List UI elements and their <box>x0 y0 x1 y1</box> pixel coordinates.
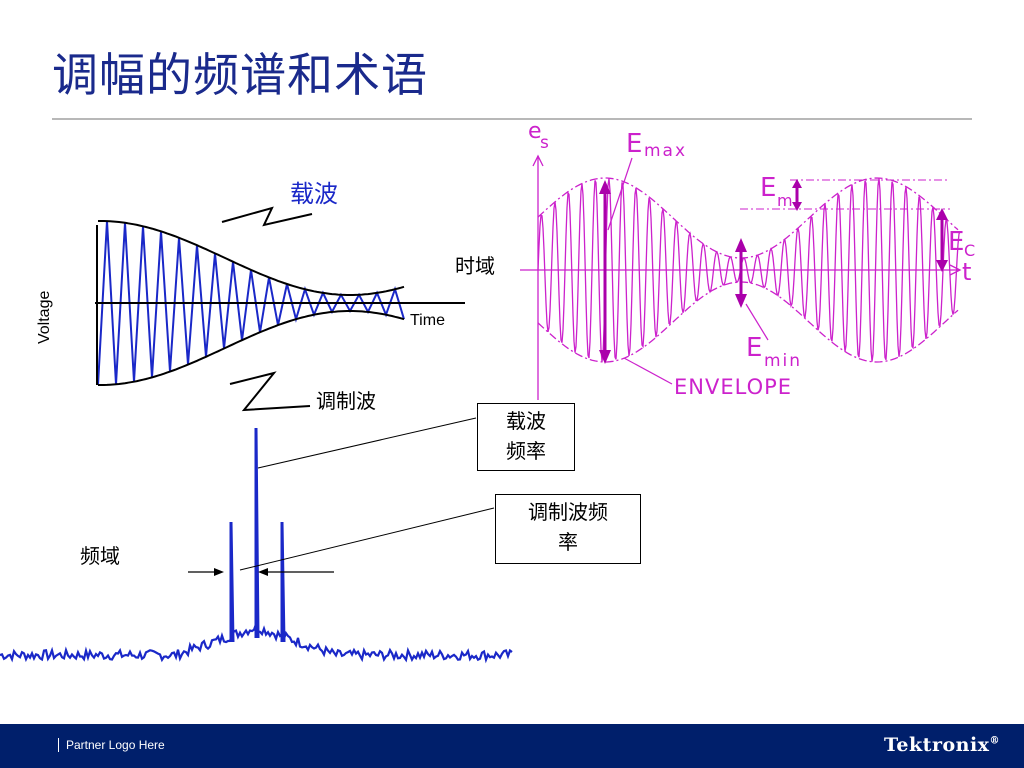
carrier-pointer <box>221 206 313 227</box>
left-spacing-arrow-head <box>214 568 224 576</box>
carrier-frequency-box: 载波 频率 <box>477 403 575 471</box>
ec-label: E <box>948 227 964 257</box>
frequency-domain-spectrum <box>0 417 513 664</box>
carrier-freq-leader <box>257 417 477 469</box>
modulating-frequency-box: 调制波频 率 <box>495 494 641 564</box>
upper-envelope-dashed <box>537 177 959 259</box>
am-carrier-waveform <box>537 178 961 362</box>
modulating-frequency-line-2: 率 <box>558 530 578 554</box>
title-divider <box>52 118 972 120</box>
ec-arrow-down <box>936 260 948 272</box>
footer-divider <box>58 738 59 752</box>
brand-name: Tektronix <box>883 734 990 756</box>
frequency-domain-label: 频域 <box>80 544 120 568</box>
upper-sideband-line <box>280 521 286 643</box>
slide-title: 调幅的频谱和术语 <box>52 48 428 102</box>
em-label: E <box>760 173 776 203</box>
lower-sideband-line <box>229 521 235 643</box>
em-arrow-up <box>792 179 802 188</box>
t-label: t <box>962 258 971 286</box>
t-arrow-head <box>949 264 962 276</box>
time-domain-label: 时域 <box>455 254 495 278</box>
es-arrow-head <box>532 154 544 167</box>
am-sine-wave <box>537 178 961 362</box>
carrier-spectral-line <box>254 427 260 639</box>
emax-arrow-down <box>599 350 611 364</box>
emax-arrow-up <box>599 180 611 194</box>
emax-subscript: max <box>644 141 687 161</box>
emax-label: E <box>626 129 642 159</box>
carrier-label: 载波 <box>290 180 338 208</box>
emin-pointer <box>745 303 769 341</box>
partner-logo-placeholder: Partner Logo Here <box>66 738 165 752</box>
emin-arrow-up <box>735 238 747 252</box>
modulating-frequency-line-1: 调制波频 <box>528 500 608 524</box>
emin-label: E <box>746 333 762 363</box>
es-subscript: s <box>540 133 549 153</box>
em-arrow-down <box>792 202 802 211</box>
modulating-pointer <box>229 371 311 412</box>
y-axis-label: Voltage <box>36 290 53 344</box>
envelope-diagram: e s E max E m E C t E min ENVELOPE <box>520 119 975 400</box>
brand-logo: Tektronix® <box>884 734 1000 756</box>
emin-subscript: min <box>764 351 802 371</box>
upper-envelope <box>98 220 405 296</box>
envelope-label: ENVELOPE <box>674 375 792 399</box>
es-label: e <box>528 119 542 144</box>
ec-arrow-up <box>936 208 948 220</box>
footer-bar: Partner Logo Here Tektronix® <box>0 724 1024 768</box>
brand-registered-mark: ® <box>989 735 1000 747</box>
em-subscript: m <box>777 191 793 210</box>
partner-logo-text: Partner Logo Here <box>66 738 165 752</box>
envelope-pointer <box>623 357 673 385</box>
emin-arrow-down <box>735 294 747 308</box>
modulating-freq-leader <box>239 507 495 571</box>
ec-subscript: C <box>964 241 975 260</box>
emax-pointer <box>607 157 633 231</box>
modulating-label: 调制波 <box>316 389 376 413</box>
right-spacing-arrow-head <box>258 568 268 576</box>
x-axis-label: Time <box>410 312 445 329</box>
time-domain-diagram <box>95 206 465 412</box>
carrier-frequency-line-1: 载波 <box>506 409 546 433</box>
lower-envelope <box>98 310 405 386</box>
carrier-frequency-line-2: 频率 <box>506 439 546 463</box>
lower-envelope-dashed <box>537 281 959 363</box>
